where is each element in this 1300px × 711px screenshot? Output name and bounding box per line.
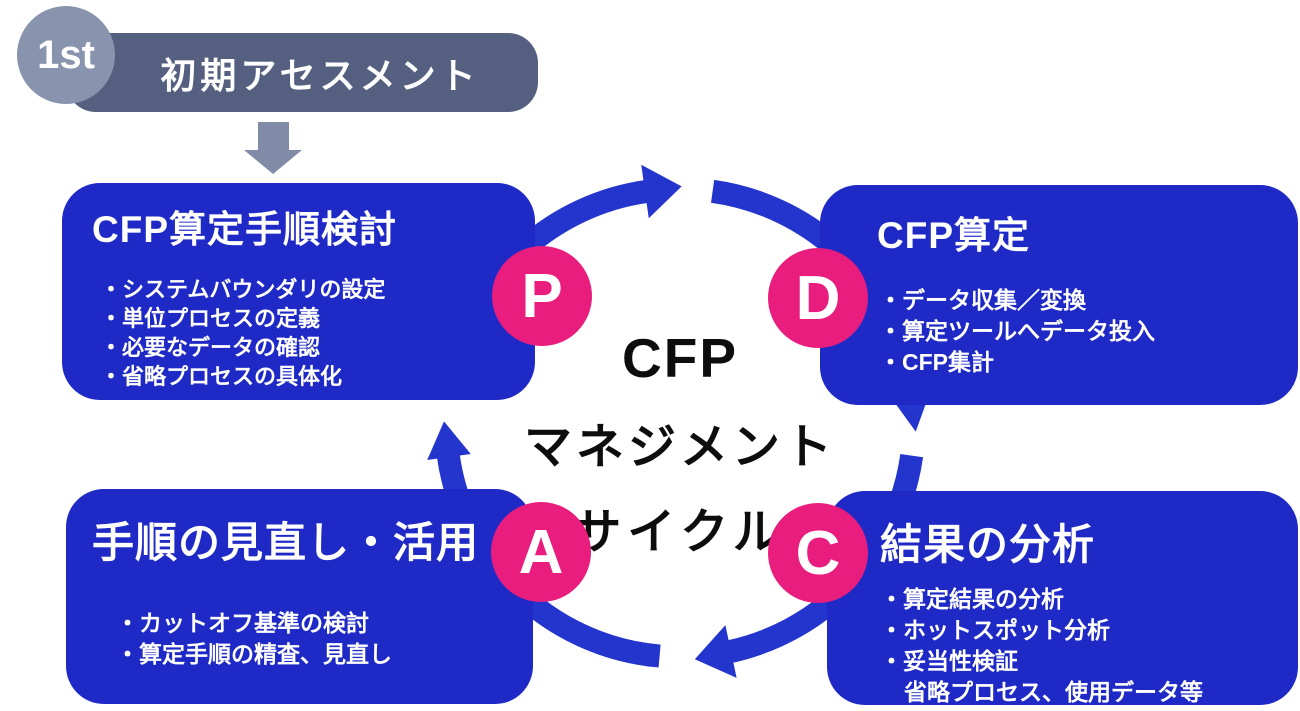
act-box-bullets: ・カットオフ基準の検討 ・算定手順の精査、見直し <box>92 608 533 670</box>
check-box: 結果の分析 ・算定結果の分析 ・ホットスポット分析 ・妥当性検証 省略プロセス、… <box>827 491 1298 705</box>
pdca-circle-do: D <box>768 248 868 348</box>
down-arrow-head <box>244 150 302 174</box>
initial-assessment-bar: 初期アセスメント <box>66 33 538 112</box>
bullet-item: ・算定手順の精査、見直し <box>116 641 392 667</box>
bullet-item: ・データ収集／変換 <box>879 287 1086 313</box>
pdca-letter-p: P <box>521 261 563 331</box>
do-box-title: CFP算定 <box>877 215 1030 256</box>
pdca-letter-a: A <box>518 517 564 587</box>
first-step-badge: 1st <box>17 6 115 104</box>
arrowhead-right-icon <box>641 164 682 219</box>
arrowhead-up-icon <box>427 421 471 461</box>
bullet-item: ・省略プロセスの具体化 <box>100 364 343 389</box>
bullet-item: ・算定ツールへデータ投入 <box>879 318 1155 344</box>
do-box: CFP算定 ・データ収集／変換 ・算定ツールへデータ投入 ・CFP集計 <box>820 185 1298 405</box>
bullet-item: ・ホットスポット分析 <box>880 617 1110 643</box>
initial-assessment-label: 初期アセスメント <box>160 54 480 96</box>
bullet-item: ・妥当性検証 <box>880 648 1018 674</box>
down-arrow-stem <box>257 122 289 150</box>
act-box: 手順の見直し・活用 ・カットオフ基準の検討 ・算定手順の精査、見直し <box>66 489 533 704</box>
check-box-subnote: 省略プロセス、使用データ等 <box>904 679 1203 705</box>
first-step-badge-text: 1st <box>37 32 95 77</box>
do-box-bullets: ・データ収集／変換 ・算定ツールへデータ投入 ・CFP集計 <box>877 285 1298 378</box>
bullet-item: ・カットオフ基準の検討 <box>116 610 369 636</box>
cycle-title-line2: マネジメント <box>523 421 836 474</box>
check-box-title: 結果の分析 <box>880 521 1096 568</box>
cycle-title-line1: CFP <box>622 327 738 389</box>
plan-box-bullets: ・システムバウンダリの設定 ・単位プロセスの定義 ・必要なデータの確認 ・省略プ… <box>92 275 535 391</box>
cycle-title: CFP マネジメント サイクル <box>430 326 930 562</box>
pdca-letter-c: C <box>795 518 841 588</box>
plan-box: CFP算定手順検討 ・システムバウンダリの設定 ・単位プロセスの定義 ・必要なデ… <box>62 183 535 400</box>
bullet-item: ・算定結果の分析 <box>880 586 1064 612</box>
plan-box-title: CFP算定手順検討 <box>92 209 397 250</box>
cycle-title-line3: サイクル <box>573 506 787 559</box>
bullet-item: ・単位プロセスの定義 <box>100 306 321 331</box>
act-box-title: 手順の見直し・活用 <box>92 519 480 566</box>
bullet-item: ・システムバウンダリの設定 <box>100 277 386 302</box>
check-box-bullets: ・算定結果の分析 ・ホットスポット分析 ・妥当性検証 省略プロセス、使用データ等 <box>880 584 1298 708</box>
pdca-letter-d: D <box>795 263 841 333</box>
arrowhead-left-icon <box>694 625 737 678</box>
pdca-circle-check: C <box>768 503 868 603</box>
pdca-circle-act: A <box>491 502 591 602</box>
down-arrow-icon <box>244 122 302 174</box>
pdca-circle-plan: P <box>492 246 592 346</box>
bullet-item: ・必要なデータの確認 <box>100 335 321 360</box>
bullet-item: ・CFP集計 <box>879 349 994 375</box>
